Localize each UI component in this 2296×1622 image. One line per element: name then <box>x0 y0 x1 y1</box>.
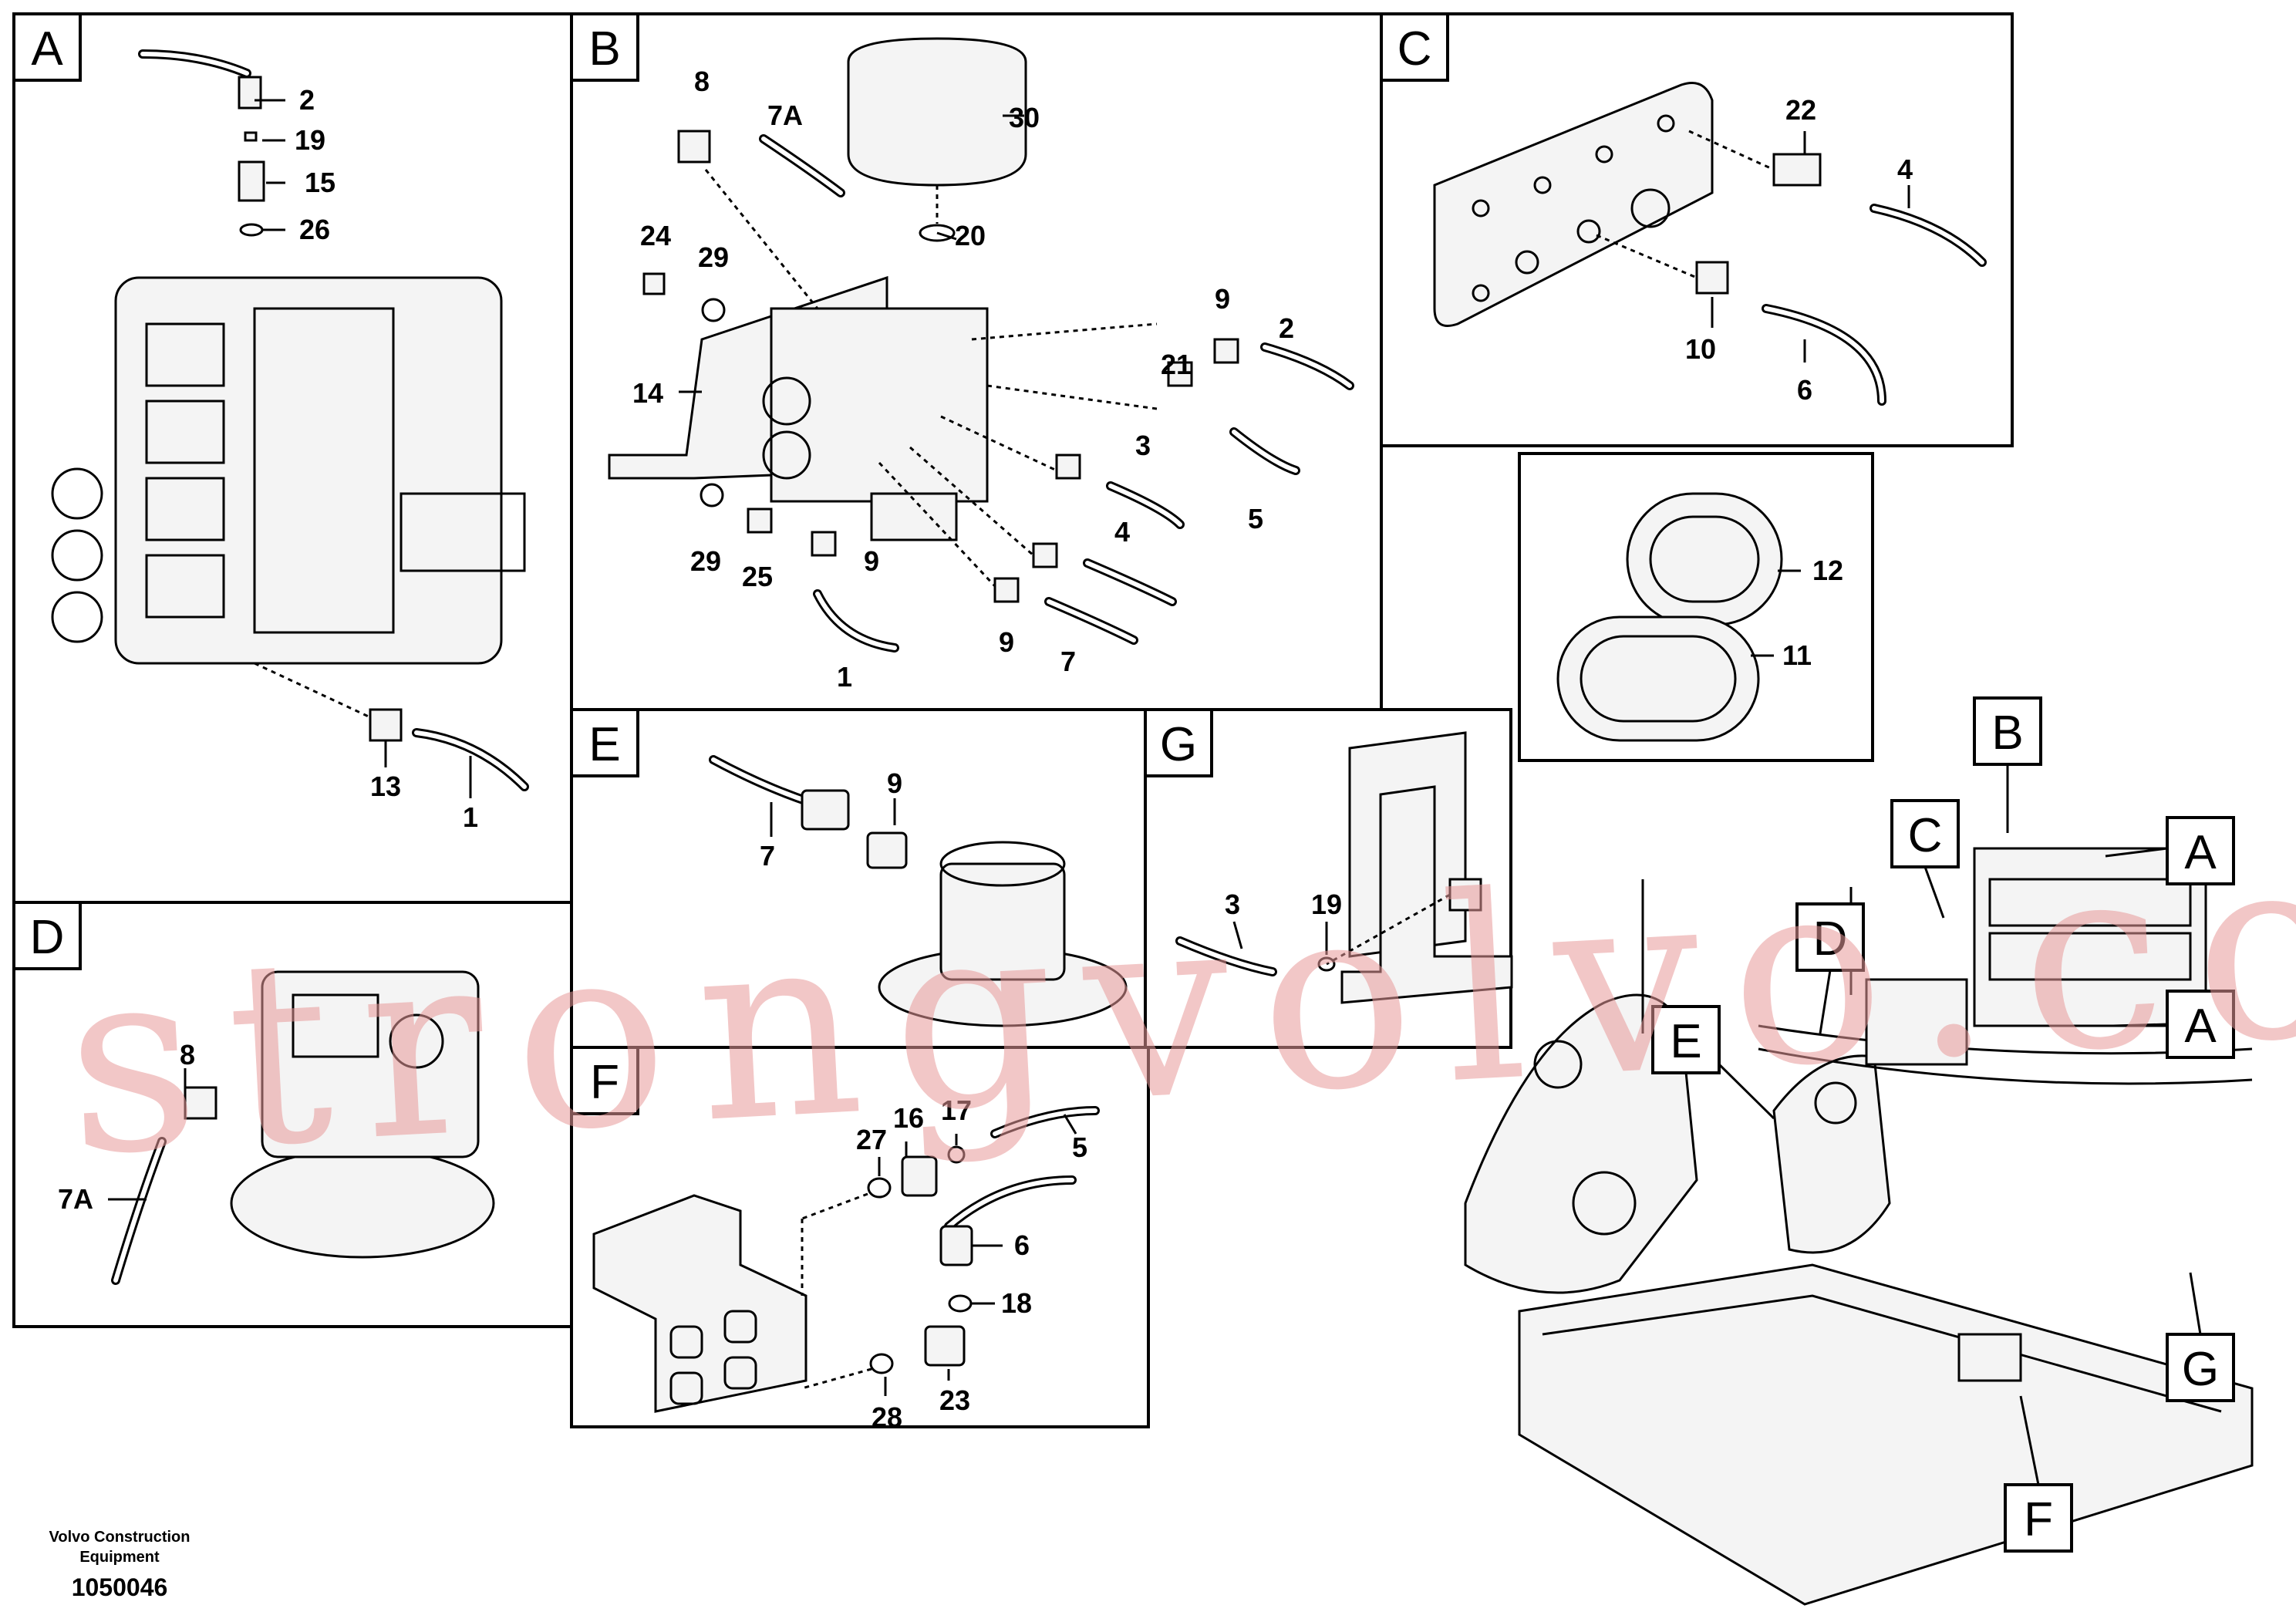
label-b-7: 7 <box>1060 646 1076 677</box>
label-f-16: 16 <box>893 1102 924 1134</box>
label-g-19: 19 <box>1311 889 1342 920</box>
panel-d: D 8 7A <box>12 901 573 1328</box>
panel-a-tag: A <box>31 22 63 76</box>
label-b-3: 3 <box>1135 430 1151 461</box>
panel-c-tag: C <box>1397 22 1432 76</box>
panel-a: A 2 19 15 26 13 1 <box>12 12 573 904</box>
overview-tag-b: B <box>1991 706 2023 760</box>
label-seal-12: 12 <box>1812 555 1843 586</box>
overview-tag-g: G <box>2182 1343 2219 1396</box>
footer-line-1: Volvo Construction <box>49 1529 190 1546</box>
label-b-29-top: 29 <box>698 241 729 273</box>
label-a-26: 26 <box>299 214 330 245</box>
label-b-29-bottom: 29 <box>690 545 721 577</box>
label-b-24: 24 <box>640 220 671 251</box>
panel-g-tag: G <box>1160 718 1197 771</box>
label-b-21: 21 <box>1161 349 1192 380</box>
label-b-9-a: 9 <box>1215 283 1230 315</box>
overview-tag-d: D <box>1813 912 1848 966</box>
overview-tag-a-bottom: A <box>2184 1000 2217 1053</box>
panel-d-tag: D <box>30 911 65 964</box>
label-b-30: 30 <box>1009 102 1040 133</box>
label-f-17: 17 <box>941 1094 972 1126</box>
label-f-28: 28 <box>872 1401 902 1433</box>
label-d-7a: 7A <box>58 1183 93 1215</box>
label-f-23: 23 <box>939 1384 970 1416</box>
label-e-7: 7 <box>760 840 775 872</box>
label-a-2: 2 <box>299 84 315 116</box>
label-f-27: 27 <box>856 1124 887 1155</box>
label-g-3: 3 <box>1225 889 1240 920</box>
footer-line-2: Equipment <box>79 1549 160 1566</box>
overview-tag-c: C <box>1908 809 1943 862</box>
label-b-7a: 7A <box>767 99 803 131</box>
label-b-8: 8 <box>694 66 710 97</box>
label-c-6: 6 <box>1797 374 1812 406</box>
panel-f-tag: F <box>590 1056 619 1109</box>
label-seal-11: 11 <box>1782 639 1812 671</box>
label-f-5: 5 <box>1072 1131 1087 1163</box>
overview-tag-e: E <box>1670 1015 1701 1068</box>
label-b-9-c: 9 <box>999 626 1014 658</box>
label-b-14: 14 <box>632 377 663 409</box>
label-b-2: 2 <box>1279 312 1294 344</box>
label-f-6: 6 <box>1014 1229 1030 1261</box>
label-e-9: 9 <box>887 767 902 799</box>
label-a-13: 13 <box>370 771 401 802</box>
footer-number: 1050046 <box>71 1573 168 1601</box>
label-c-22: 22 <box>1785 94 1816 126</box>
panel-e-tag: E <box>588 718 620 771</box>
panel-c: C 22 4 10 6 <box>1380 12 2014 447</box>
footer-company: Volvo Construction Equipment <box>31 1527 208 1567</box>
panel-b-tag: B <box>588 22 620 76</box>
label-b-4: 4 <box>1114 516 1130 548</box>
overview-tag-a-top: A <box>2184 826 2217 879</box>
panel-e: E 7 9 <box>570 708 1147 1049</box>
label-b-25: 25 <box>742 561 773 592</box>
label-c-4: 4 <box>1897 153 1913 185</box>
label-b-20: 20 <box>955 220 986 251</box>
overview-tag-f: F <box>2024 1493 2053 1546</box>
overview-tags: B C A D A E G F <box>1651 696 2235 1553</box>
label-c-10: 10 <box>1685 333 1716 365</box>
label-f-18: 18 <box>1001 1287 1032 1319</box>
label-b-1: 1 <box>837 661 852 693</box>
label-a-15: 15 <box>305 167 335 198</box>
panel-g: G 3 19 <box>1144 708 1513 1049</box>
label-d-8: 8 <box>180 1039 195 1071</box>
panel-b: B <box>570 12 1383 711</box>
label-a-19: 19 <box>295 124 325 156</box>
label-b-5: 5 <box>1248 503 1263 534</box>
label-b-9-b: 9 <box>864 545 879 577</box>
panel-seals: 12 11 <box>1518 452 1874 762</box>
label-a-1: 1 <box>463 801 478 833</box>
panel-f: F 16 17 27 5 6 18 23 28 <box>570 1046 1150 1433</box>
